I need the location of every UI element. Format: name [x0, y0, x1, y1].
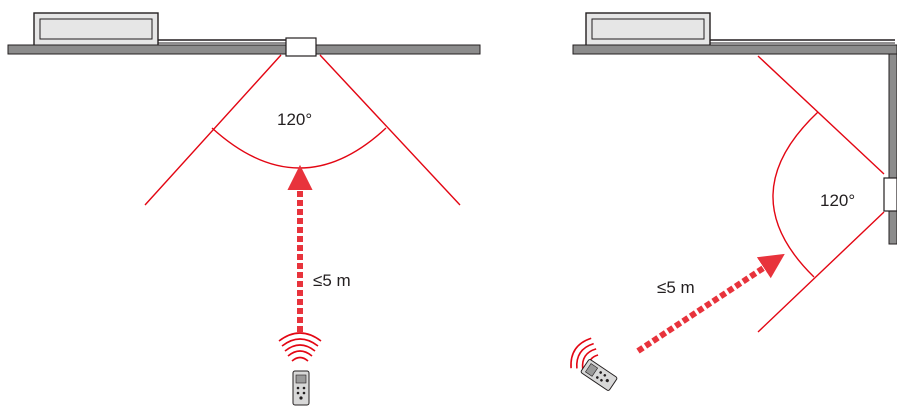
left-indoor-unit: [33, 12, 290, 47]
right-indoor-unit: [585, 12, 895, 47]
right-ceiling: [572, 44, 897, 55]
right-receiver: [883, 177, 897, 212]
left-angle-label: 120°: [277, 110, 312, 129]
left-signal-waves: [278, 332, 322, 362]
right-wall: [888, 53, 897, 245]
left-remote-control-icon: [292, 370, 310, 406]
right-signal-arrow: [636, 253, 785, 354]
left-ceiling: [7, 44, 481, 55]
right-angle-arc: [772, 111, 819, 278]
left-angle-arc: [211, 127, 387, 169]
left-reception-cone: [144, 54, 461, 206]
right-panel: 120° ≤5 m: [570, 12, 897, 392]
right-distance-label: ≤5 m: [657, 278, 695, 297]
left-receiver: [285, 37, 317, 57]
left-distance-label: ≤5 m: [313, 271, 351, 290]
left-panel: 120° ≤5 m: [7, 12, 481, 406]
right-reception-cone: [757, 55, 885, 333]
right-remote-control-icon: [579, 358, 619, 392]
right-angle-label: 120°: [820, 191, 855, 210]
